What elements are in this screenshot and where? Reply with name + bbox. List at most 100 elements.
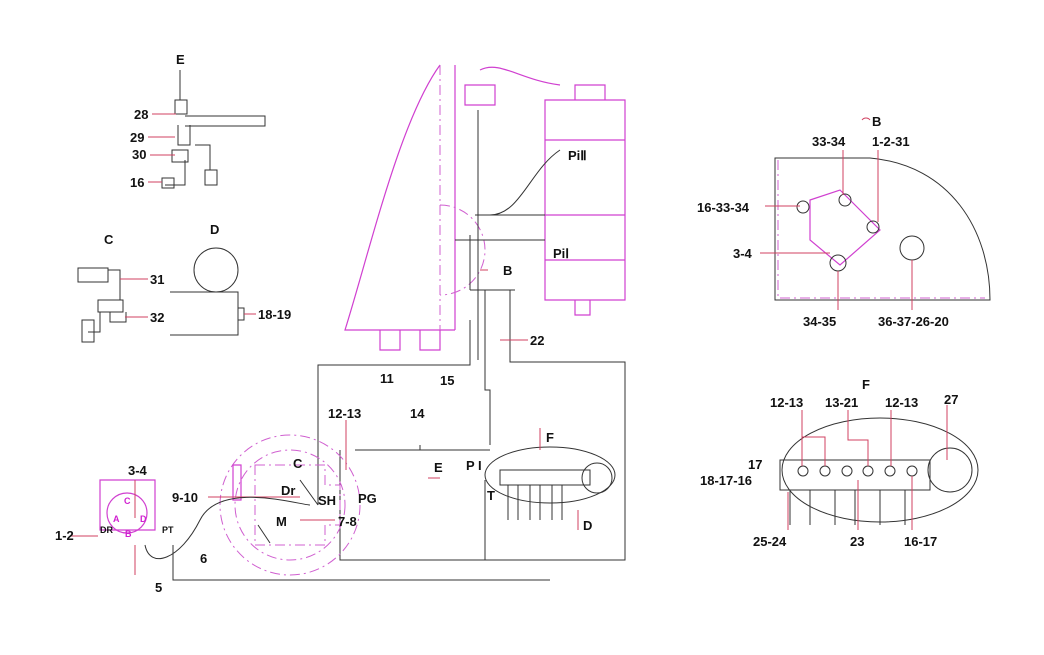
machine-body xyxy=(344,64,456,331)
arrow-d-label: D xyxy=(583,518,592,533)
pump-port-c: C xyxy=(124,496,131,506)
label-1-2: 1-2 xyxy=(55,528,74,543)
port-pump-pt: PT xyxy=(162,525,174,535)
pipework-upper xyxy=(299,110,561,506)
label-27: 27 xyxy=(944,392,958,407)
arrow-f-label: F xyxy=(546,430,554,445)
f-port-1 xyxy=(797,465,809,477)
pump-body xyxy=(99,479,156,531)
view-c-fittings xyxy=(77,267,127,343)
label-33-34: 33-34 xyxy=(812,134,846,149)
port-pi: P I xyxy=(466,458,482,473)
view-b-leaders xyxy=(760,150,913,310)
pump-leaders xyxy=(70,480,136,575)
label-3-4-b: 3-4 xyxy=(733,246,753,261)
manifold-arrows xyxy=(428,428,579,530)
label-12-13-f1: 12-13 xyxy=(770,395,803,410)
tank-outer xyxy=(219,434,361,576)
pump-face xyxy=(106,492,148,534)
label-6: 6 xyxy=(200,551,207,566)
label-22: 22 xyxy=(530,333,544,348)
label-32: 32 xyxy=(150,310,164,325)
view-f-leaders xyxy=(787,405,948,530)
manifold-valves xyxy=(499,469,591,520)
view-c-title: C xyxy=(104,232,114,247)
arrow-e-label: E xyxy=(434,460,443,475)
f-port-2 xyxy=(819,465,831,477)
label-16: 16 xyxy=(130,175,144,190)
label-36-37-26-20: 36-37-26-20 xyxy=(878,314,949,329)
view-f-title: F xyxy=(862,377,870,392)
label-29: 29 xyxy=(130,130,144,145)
view-e-leaders xyxy=(148,113,176,183)
port-m: M xyxy=(276,514,287,529)
label-25-24: 25-24 xyxy=(753,534,787,549)
f-port-5 xyxy=(884,465,896,477)
label-31: 31 xyxy=(150,272,164,287)
main-assembly: PiⅡ PiⅠ B 22 11 15 14 12-13 xyxy=(299,64,626,561)
pump-port-a: A xyxy=(113,514,120,524)
f-port-4 xyxy=(862,465,874,477)
machine-feet xyxy=(379,330,441,351)
tank-inner xyxy=(234,449,346,561)
f-port-3 xyxy=(841,465,853,477)
label-23: 23 xyxy=(850,534,864,549)
tank-hoses xyxy=(144,496,550,581)
label-18-17-16: 18-17-16 xyxy=(700,473,752,488)
view-b-plate xyxy=(809,189,881,266)
manifold-outline xyxy=(484,446,616,504)
pump-port-d: D xyxy=(140,514,147,524)
label-16-33-34: 16-33-34 xyxy=(697,200,750,215)
pipework-return xyxy=(339,289,626,561)
view-b-arrow xyxy=(861,117,871,121)
view-b: B 33-34 1-2-31 16-33-34 3-4 34-35 36-37-… xyxy=(697,114,991,329)
view-e: E 28 29 30 16 xyxy=(130,52,266,190)
label-3-4: 3-4 xyxy=(128,463,148,478)
arrow-b-label: B xyxy=(503,263,512,278)
arrow-c-label: C xyxy=(293,456,303,471)
cylinder-pi-ii-label: PiⅡ xyxy=(568,148,587,163)
machine-body-centerline xyxy=(439,65,486,330)
label-30: 30 xyxy=(132,147,146,162)
view-f: F 12-13 13-21 12-13 27 17 18-17-16 25-24… xyxy=(700,377,979,549)
label-12-13: 12-13 xyxy=(328,406,361,421)
label-5: 5 xyxy=(155,580,162,595)
label-11: 11 xyxy=(380,371,394,386)
port-t: T xyxy=(487,488,495,503)
accumulator-sphere xyxy=(193,247,239,293)
label-9-10: 9-10 xyxy=(172,490,198,505)
label-15: 15 xyxy=(440,373,454,388)
view-b-title: B xyxy=(872,114,881,129)
port-pump-dr: DR xyxy=(100,525,113,535)
label-7-8: 7-8 xyxy=(338,514,357,529)
oil-tank: C Dr SH PG M 9-10 7-8 xyxy=(144,420,550,581)
view-d: D 18-19 xyxy=(170,222,291,336)
fitting-1-2-31 xyxy=(866,220,880,234)
label-17: 17 xyxy=(748,457,762,472)
view-d-title: D xyxy=(210,222,219,237)
cylinder-stack xyxy=(464,66,626,316)
label-28: 28 xyxy=(134,107,148,122)
view-e-title: E xyxy=(176,52,185,67)
f-port-6 xyxy=(906,465,918,477)
view-d-block xyxy=(170,291,245,336)
label-14: 14 xyxy=(410,406,425,421)
view-c-leaders xyxy=(120,278,148,318)
fitting-36-37 xyxy=(899,235,925,261)
cylinder-pi-i-label: PiⅠ xyxy=(553,246,569,261)
label-34-35: 34-35 xyxy=(803,314,836,329)
view-e-fittings xyxy=(161,70,266,189)
view-f-block xyxy=(779,459,931,525)
label-13-21: 13-21 xyxy=(825,395,858,410)
pump: C A B D DR PT 3-4 1-2 5 6 xyxy=(55,463,207,595)
view-b-centerline xyxy=(777,160,985,299)
fitting-33-34 xyxy=(838,193,852,207)
pump-port-b: B xyxy=(125,529,132,539)
fitting-16-33-34 xyxy=(796,200,810,214)
label-18-19: 18-19 xyxy=(258,307,291,322)
port-pg: PG xyxy=(358,491,377,506)
label-16-17: 16-17 xyxy=(904,534,937,549)
valve-manifold: F D E P I T xyxy=(428,428,616,533)
